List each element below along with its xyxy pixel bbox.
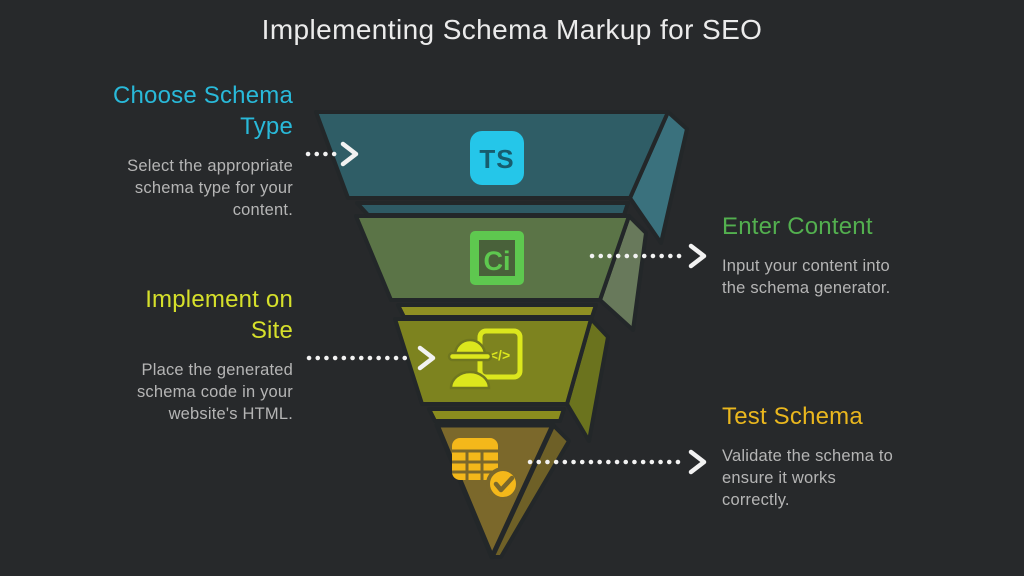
step-4-label: Test Schema Validate the schema to ensur… (722, 401, 962, 511)
funnel-step-4 (434, 422, 571, 560)
arrow-head (688, 449, 707, 475)
code-glyph: </> (490, 347, 510, 363)
arrow-to-step-2 (589, 243, 707, 269)
arrow-to-step-4 (527, 449, 707, 475)
step-4-description: Validate the schema to ensure it works c… (722, 447, 894, 509)
step-3-description: Place the generated schema code in your … (136, 361, 293, 423)
step-1-heading: Choose Schema Type (112, 82, 293, 140)
funnel-step-1: TS (314, 110, 689, 245)
funnel-step-2: Ci (354, 214, 648, 332)
step-3-label: Implement on Site Place the generated sc… (43, 284, 293, 425)
step-2-label: Enter Content Input your content into th… (722, 211, 962, 299)
step-3-heading: Implement on Site (145, 286, 293, 344)
page-title: Implementing Schema Markup for SEO (261, 14, 763, 45)
step-4-heading: Test Schema (722, 403, 863, 430)
step-1-description: Select the appropriate schema type for y… (127, 157, 293, 219)
arrow-to-step-3 (306, 345, 436, 371)
funnel-step-3-strip (427, 407, 566, 423)
developer-code-icon: </> (447, 328, 523, 390)
ts-letters: TS (479, 144, 514, 174)
person-shoulders (449, 370, 491, 390)
funnel-step-3: </> (393, 317, 610, 443)
arrow-head (688, 243, 707, 269)
code-inspector-icon: Ci (470, 231, 524, 285)
step-2-description: Input your content into the schema gener… (722, 257, 891, 297)
step-2-heading: Enter Content (722, 213, 873, 240)
table-check-icon (452, 438, 520, 501)
arrow-head (417, 345, 436, 371)
funnel-step-1-strip (355, 201, 630, 217)
typescript-icon: TS (470, 131, 524, 185)
check-mark (493, 475, 515, 493)
step-1-label: Choose Schema Type Select the appropriat… (43, 80, 293, 221)
funnel-step-2-strip (396, 303, 598, 319)
arrow-head (340, 141, 359, 167)
ci-letters: Ci (484, 246, 511, 276)
arrow-to-step-1 (305, 141, 359, 167)
